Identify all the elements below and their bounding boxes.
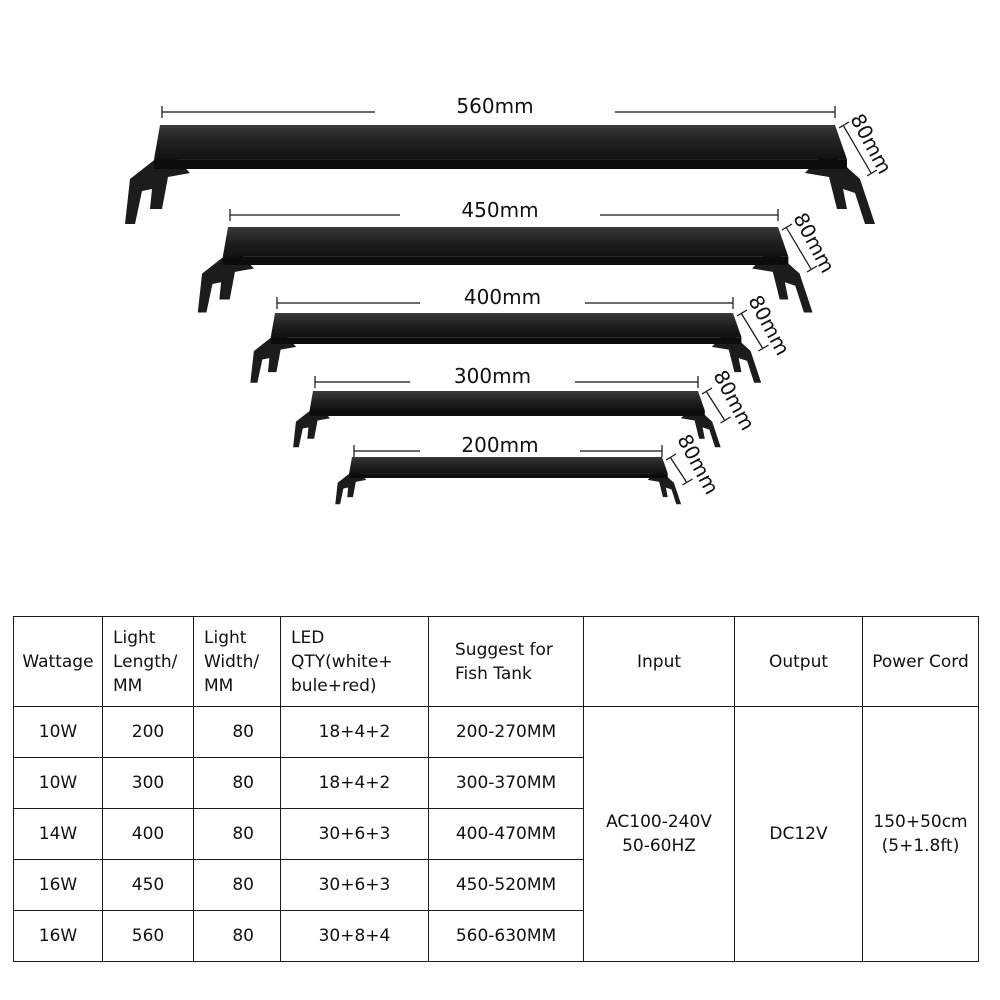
header-light-length: Light Length/ MM [102,616,194,707]
cell-power-cord: 150+50cm (5+1.8ft) [862,706,979,962]
light-bar-front [154,159,847,169]
light-bar-1: 560mm 80mm [125,94,897,224]
light-bar-front [309,410,705,416]
light-bar-top [270,313,742,338]
light-bar-front [222,256,789,265]
cell-output: DC12V [734,706,863,962]
light-bar-front [270,337,742,344]
cell-wattage: 16W [13,910,103,962]
cell-tank: 560-630MM [428,910,584,962]
cell-wattage: 16W [13,859,103,911]
header-wattage: Wattage [13,616,103,707]
cell-led: 18+4+2 [280,706,429,758]
cell-input: AC100-240V 50-60HZ [583,706,735,962]
header-fish-tank: Suggest for Fish Tank [428,616,584,707]
cell-width: 80 [193,706,281,758]
length-label: 300mm [454,364,531,388]
cell-wattage: 10W [13,706,103,758]
light-bar-front [349,473,668,478]
cell-tank: 200-270MM [428,706,584,758]
length-label: 200mm [461,433,538,457]
length-label: 450mm [461,198,538,222]
table-row: 10W 300 80 18+4+2 300-370MM [13,757,979,809]
cell-length: 300 [102,757,194,809]
width-label: 80mm [788,209,839,277]
width-label: 80mm [845,110,896,178]
light-bar-top [222,227,789,257]
width-label: 80mm [743,291,794,359]
cell-wattage: 14W [13,808,103,860]
cell-length: 450 [102,859,194,911]
cell-led: 30+6+3 [280,859,429,911]
cell-wattage: 10W [13,757,103,809]
cell-length: 200 [102,706,194,758]
cell-tank: 450-520MM [428,859,584,911]
table-row: 10W 200 80 18+4+2 200-270MM AC100-240V 5… [13,706,979,962]
cell-width: 80 [193,808,281,860]
light-bar-top [349,457,668,474]
cell-led: 30+6+3 [280,808,429,860]
length-label: 560mm [456,94,533,118]
table-header-row: Wattage Light Length/ MM Light Width/ MM… [13,616,979,707]
cell-width: 80 [193,910,281,962]
header-power-cord: Power Cord [862,616,979,707]
table-row: 16W 560 80 30+8+4 560-630MM [13,910,979,962]
cell-width: 80 [193,757,281,809]
cell-width: 80 [193,859,281,911]
cell-length: 560 [102,910,194,962]
cell-tank: 300-370MM [428,757,584,809]
light-bar-top [154,125,847,160]
cell-led: 18+4+2 [280,757,429,809]
light-bar-top [309,391,705,411]
cell-tank: 400-470MM [428,808,584,860]
header-light-width: Light Width/ MM [193,616,281,707]
cell-led: 30+8+4 [280,910,429,962]
cell-length: 400 [102,808,194,860]
header-output: Output [734,616,863,707]
table-row: 14W 400 80 30+6+3 400-470MM [13,808,979,860]
header-input: Input [583,616,735,707]
spec-table: Wattage Light Length/ MM Light Width/ MM… [13,616,979,962]
length-label: 400mm [464,285,541,309]
header-led-qty: LED QTY(white+ bule+red) [280,616,429,707]
